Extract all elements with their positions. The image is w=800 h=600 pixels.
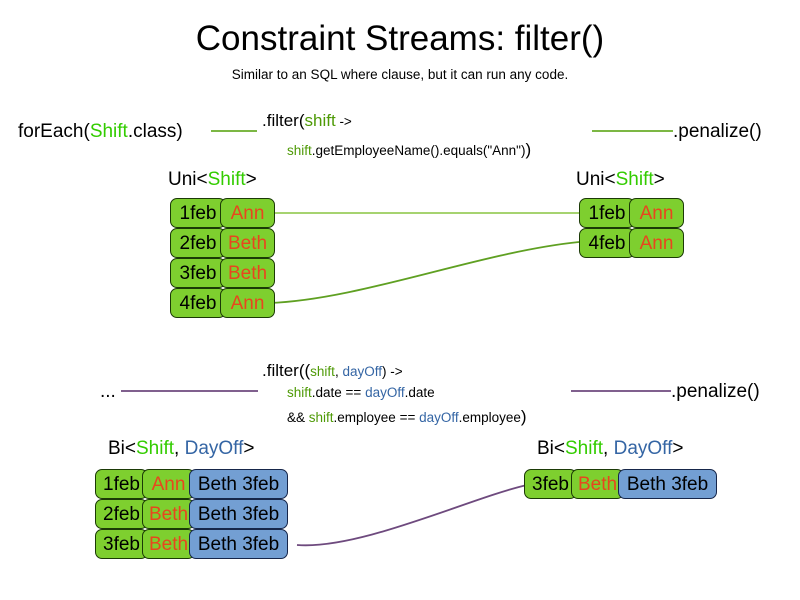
uni-output-tuple-2[interactable]: 4feb Ann [579, 228, 684, 258]
bi-filter-line2-mid: .date == [311, 385, 366, 400]
bi-filter-line2-var1: shift [287, 385, 312, 400]
uni-output-label-type: Shift [615, 169, 654, 190]
bi-input-label: Bi<Shift, DayOff> [108, 437, 254, 460]
bi-input-label-suffix: > [243, 438, 255, 459]
connector-bi-3feb [296, 484, 528, 547]
uni-input-tuple-4[interactable]: 4feb Ann [170, 288, 275, 318]
tuple-name-cell: Beth [142, 529, 195, 559]
tuple-name-cell: Ann [629, 198, 684, 228]
tuple-date-cell: 1feb [579, 198, 635, 228]
tuple-name-cell: Beth [220, 228, 275, 258]
filter-body-var: shift [287, 143, 312, 158]
filter-expression-line1: .filter(shift -> [262, 110, 352, 131]
connector-uni-4feb [268, 241, 580, 304]
bi-filter-line2: shift.date == dayOff.date [287, 384, 435, 402]
tuple-name-cell: Ann [142, 469, 195, 499]
tuple-dayoff-cell: Beth 3feb [189, 499, 288, 529]
page-title: Constraint Streams: filter() [195, 19, 605, 58]
bi-filter-line2-end: .date [404, 385, 435, 400]
uni-output-tuple-1[interactable]: 1feb Ann [579, 198, 684, 228]
tuple-name-cell: Ann [629, 228, 684, 258]
uni-input-label-type: Shift [207, 169, 246, 190]
bi-filter-comma: , [334, 364, 343, 379]
uni-output-label: Uni<Shift> [576, 168, 665, 191]
uni-output-label-suffix: > [653, 169, 665, 190]
filter-method-label: .filter( [262, 111, 305, 130]
foreach-prefix: forEach( [18, 121, 90, 142]
bi-filter-line2-var2: dayOff [365, 385, 405, 400]
tuple-date-cell: 4feb [170, 288, 226, 318]
tuple-dayoff-cell: Beth 3feb [189, 469, 288, 499]
bi-output-label-suffix: > [672, 438, 684, 459]
uni-input-tuple-3[interactable]: 3feb Beth [170, 258, 275, 288]
bi-filter-line3-var2: dayOff [419, 410, 459, 425]
bi-input-tuple-1[interactable]: 1feb Ann Beth 3feb [95, 469, 288, 499]
filter-lambda-arrow: -> [335, 114, 352, 129]
bi-output-label: Bi<Shift, DayOff> [537, 437, 683, 460]
foreach-type: Shift [89, 121, 128, 142]
tuple-date-cell: 2feb [170, 228, 226, 258]
tuple-date-cell: 3feb [524, 469, 577, 499]
tuple-date-cell: 1feb [95, 469, 148, 499]
foreach-expression: forEach(Shift.class) [18, 120, 183, 143]
bi-output-tuple-1[interactable]: 3feb Beth Beth 3feb [524, 469, 717, 499]
bi-input-label-type2: DayOff [184, 438, 244, 459]
uni-input-tuple-2[interactable]: 2feb Beth [170, 228, 275, 258]
bi-input-label-prefix: Bi< [108, 438, 136, 459]
tuple-name-cell: Beth [571, 469, 624, 499]
filter-lambda-var: shift [304, 111, 336, 130]
tuple-name-cell: Ann [220, 198, 275, 228]
bi-filter-close-paren: ) [520, 407, 527, 426]
uni-output-label-prefix: Uni< [576, 169, 616, 190]
tuple-date-cell: 1feb [170, 198, 226, 228]
bi-filter-arrow: ) -> [381, 364, 403, 379]
page-subtitle: Similar to an SQL where clause, but it c… [231, 67, 569, 82]
tuple-date-cell: 3feb [95, 529, 148, 559]
tuple-dayoff-cell: Beth 3feb [189, 529, 288, 559]
tuple-name-cell: Beth [142, 499, 195, 529]
bi-input-tuple-2[interactable]: 2feb Beth Beth 3feb [95, 499, 288, 529]
penalize-expression: .penalize() [673, 121, 762, 142]
filter-expression-line2: shift.getEmployeeName().equals("Ann")) [287, 139, 531, 160]
uni-input-label: Uni<Shift> [168, 168, 257, 191]
bi-penalize-expression: .penalize() [671, 381, 760, 402]
bi-filter-line3-var1: shift [308, 410, 334, 425]
bi-output-label-type2: DayOff [613, 438, 673, 459]
uni-input-tuple-1[interactable]: 1feb Ann [170, 198, 275, 228]
bi-output-label-type1: Shift [565, 438, 604, 459]
bi-output-label-prefix: Bi< [537, 438, 565, 459]
bi-filter-line3: && shift.employee == dayOff.employee) [287, 406, 527, 427]
bi-input-tuple-3[interactable]: 3feb Beth Beth 3feb [95, 529, 288, 559]
filter-body-text: .getEmployeeName().equals("Ann") [311, 143, 526, 158]
foreach-suffix: .class) [127, 121, 183, 142]
bi-filter-line1: .filter((shift, dayOff) -> [262, 360, 403, 381]
bi-filter-line3-mid: .employee == [333, 410, 420, 425]
bi-input-label-type1: Shift [136, 438, 175, 459]
uni-input-label-prefix: Uni< [168, 169, 208, 190]
uni-input-label-suffix: > [245, 169, 257, 190]
bi-output-label-comma: , [603, 438, 614, 459]
tuple-dayoff-cell: Beth 3feb [618, 469, 717, 499]
bi-filter-line3-and: && [287, 410, 309, 425]
bi-source-ellipsis: ... [100, 381, 116, 402]
tuple-date-cell: 2feb [95, 499, 148, 529]
tuple-date-cell: 3feb [170, 258, 226, 288]
tuple-date-cell: 4feb [579, 228, 635, 258]
tuple-name-cell: Ann [220, 288, 275, 318]
bi-filter-var1: shift [310, 364, 335, 379]
bi-filter-method-label: .filter(( [262, 361, 311, 380]
bi-input-label-comma: , [174, 438, 185, 459]
bi-filter-var2: dayOff [342, 364, 382, 379]
tuple-name-cell: Beth [220, 258, 275, 288]
filter-close-paren: ) [525, 140, 532, 159]
bi-filter-line3-end: .employee [458, 410, 521, 425]
